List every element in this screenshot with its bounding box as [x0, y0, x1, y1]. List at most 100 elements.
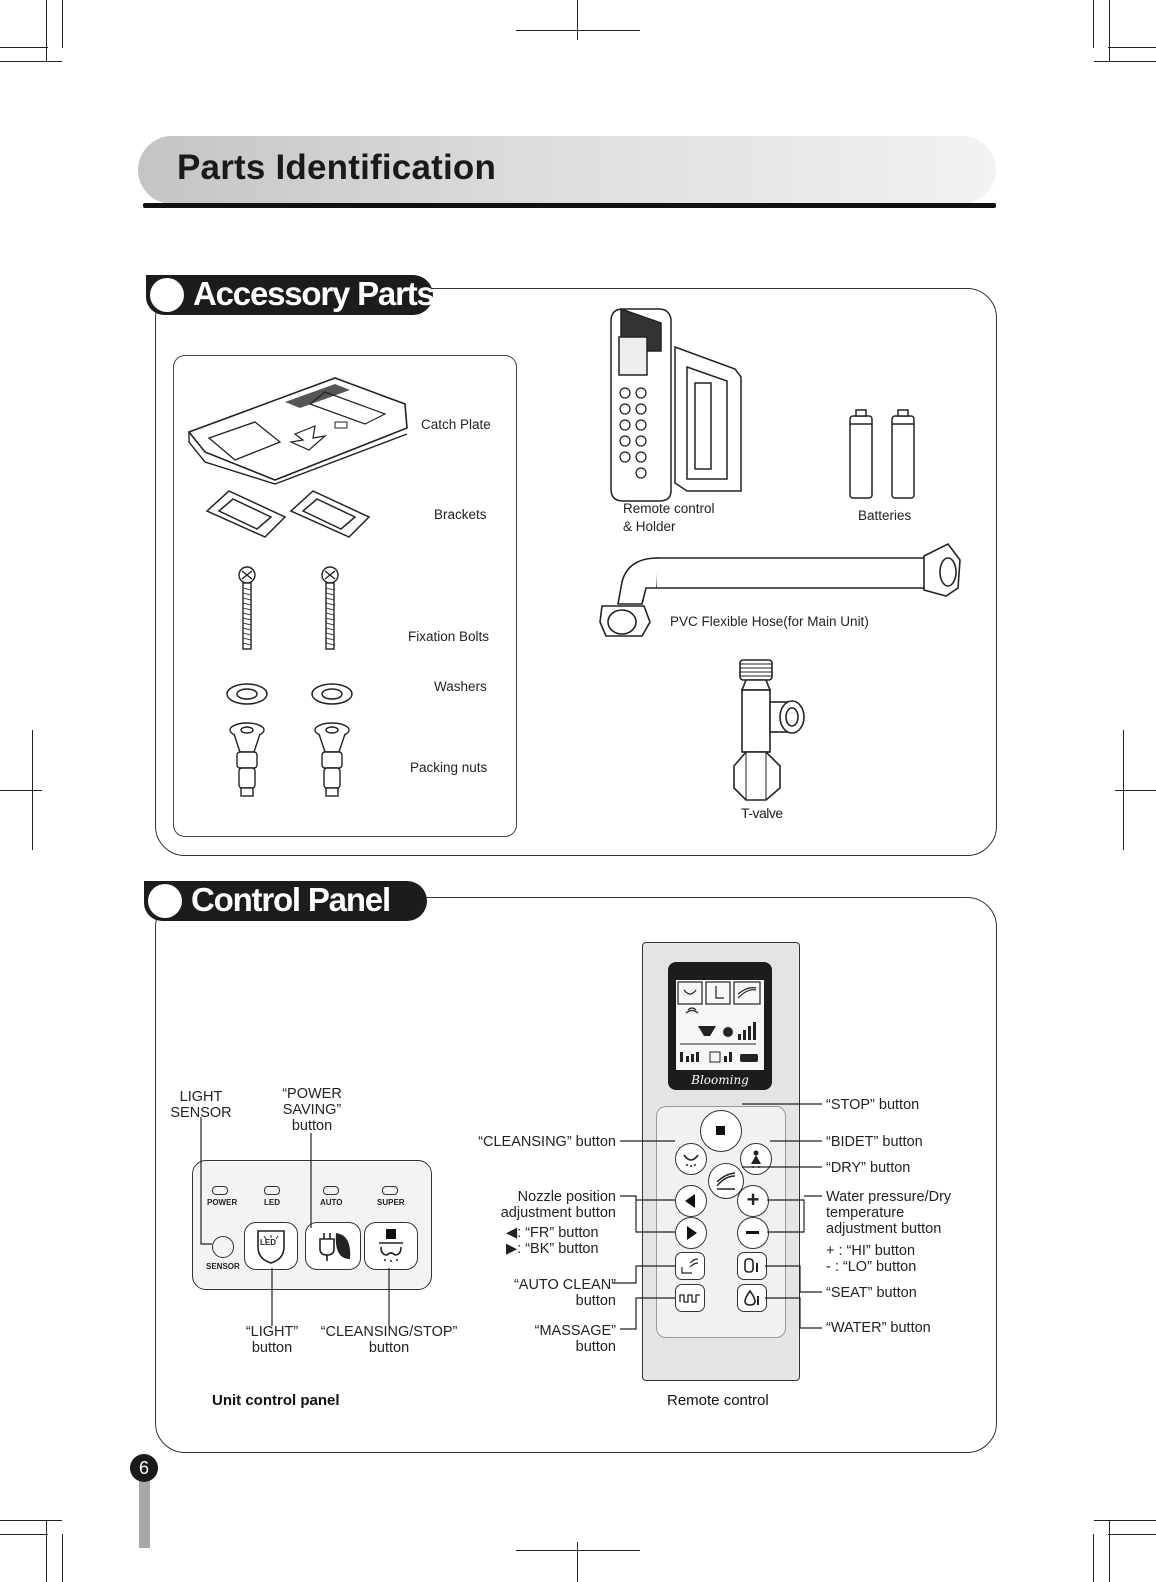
hose-label: PVC Flexible Hose(for Main Unit) [670, 614, 869, 629]
indicator-auto: AUTO [320, 1198, 343, 1207]
dry-callout: “DRY” button [826, 1160, 911, 1176]
washers-label: Washers [434, 679, 487, 694]
cleansing-icon [683, 1154, 699, 1167]
packing-nuts-illustration [229, 722, 350, 797]
nozzle-callout-2: adjustment button [500, 1205, 616, 1221]
indicator-led: LED [264, 1198, 280, 1207]
left-arrow-icon [685, 1194, 695, 1208]
massage-callout-2: button [575, 1339, 616, 1355]
light-button-callout-2: button [251, 1340, 293, 1356]
remote-brand: Blooming [691, 1073, 749, 1087]
cleansing-callout: “CLEANSING” button [478, 1134, 616, 1150]
plug-leaf-icon [319, 1233, 351, 1261]
nozzle-callout-1: Nozzle position [517, 1189, 616, 1205]
seat-callout: “SEAT” button [826, 1285, 917, 1301]
fixation-bolts-label: Fixation Bolts [408, 629, 490, 644]
bidet-button[interactable] [740, 1143, 772, 1175]
indicator-power: POWER [207, 1198, 238, 1207]
water-pressure-callout-2: temperature [826, 1205, 905, 1221]
t-valve-illustration [733, 659, 805, 801]
power-saving-callout-2: SAVING” [282, 1102, 342, 1118]
title-banner [138, 136, 996, 204]
batteries-label: Batteries [858, 508, 912, 523]
bk-button[interactable] [675, 1217, 707, 1249]
cleansing-stop-button[interactable] [364, 1222, 418, 1270]
page-title: Parts Identification [177, 148, 497, 187]
remote-holder-label-line2: & Holder [623, 519, 676, 534]
hi-callout: + : “HI” button [826, 1243, 916, 1259]
t-valve-label: T-valve [741, 805, 783, 821]
unit-panel-caption: Unit control panel [212, 1392, 340, 1409]
light-sensor-callout-2: SENSOR [170, 1105, 232, 1121]
brackets-illustration [205, 490, 371, 538]
hose-illustration [599, 542, 961, 637]
massage-callout-1: “MASSAGE” [534, 1323, 616, 1339]
accessory-parts-heading: Accessory Parts [146, 275, 435, 315]
power-saving-callout-1: “POWER [282, 1086, 342, 1102]
page-number: 6 [130, 1454, 158, 1482]
water-pressure-callout-1: Water pressure/Dry [826, 1189, 952, 1205]
title-rule [143, 203, 996, 208]
massage-icon [679, 1294, 700, 1303]
cleansing-stop-icon [379, 1229, 403, 1262]
auto-clean-icon [681, 1258, 699, 1274]
led-led-icon [264, 1186, 280, 1195]
plus-icon: + [746, 1187, 760, 1212]
indicator-super: SUPER [377, 1198, 405, 1207]
heading-bullet [148, 884, 182, 918]
cleansing-stop-callout-2: button [368, 1340, 410, 1356]
auto-clean-callout-1: “AUTO CLEAN” [513, 1277, 616, 1293]
lcd-icons [677, 981, 761, 1063]
catch-plate-label: Catch Plate [421, 417, 491, 432]
remote-holder-label-line1: Remote control [623, 501, 715, 516]
bidet-callout: “BIDET” button [826, 1134, 923, 1150]
washers-illustration [226, 683, 353, 705]
right-arrow-icon [687, 1226, 697, 1240]
auto-led-icon [323, 1186, 339, 1195]
lo-button[interactable] [737, 1217, 769, 1249]
packing-nuts-label: Packing nuts [410, 760, 488, 775]
remote-lcd [676, 980, 764, 1070]
water-drop-icon [744, 1289, 759, 1306]
cleansing-stop-callout-1: “CLEANSING/STOP” [320, 1324, 458, 1340]
heading-bullet [150, 278, 184, 312]
cleansing-button[interactable] [675, 1143, 707, 1175]
stop-icon [716, 1126, 725, 1135]
light-sensor [212, 1236, 234, 1258]
light-button-callout-1: “LIGHT” [245, 1324, 299, 1340]
nozzle-bk-callout: ▶: “BK” button [506, 1241, 599, 1257]
catch-plate-illustration [187, 377, 408, 485]
remote-caption: Remote control [667, 1392, 769, 1409]
seat-icon [744, 1258, 758, 1273]
fixation-bolts-illustration [238, 566, 339, 650]
fr-button[interactable] [675, 1185, 707, 1217]
nozzle-fr-callout: ◀: “FR” button [506, 1225, 599, 1241]
water-callout: “WATER” button [826, 1320, 931, 1336]
led-icon [257, 1230, 285, 1264]
seat-button[interactable] [737, 1252, 767, 1280]
batteries-illustration [849, 409, 915, 499]
page-tab [139, 1478, 150, 1548]
auto-clean-button[interactable] [675, 1252, 705, 1280]
sensor-label: SENSOR [206, 1262, 240, 1271]
hardware-box [173, 355, 517, 837]
power-saving-button[interactable] [305, 1222, 361, 1270]
light-button[interactable]: LED [244, 1222, 298, 1270]
auto-clean-callout-2: button [575, 1293, 616, 1309]
water-pressure-callout-3: adjustment button [826, 1221, 942, 1237]
light-sensor-callout-1: LIGHT [179, 1089, 223, 1105]
hi-button[interactable]: + [737, 1185, 769, 1217]
super-led-icon [382, 1186, 398, 1195]
stop-button[interactable] [700, 1110, 742, 1152]
minus-icon [746, 1231, 759, 1234]
control-panel-heading: Control Panel [144, 881, 427, 921]
remote-holder-illustration [610, 307, 742, 502]
dry-icon [716, 1172, 736, 1190]
brackets-label: Brackets [434, 507, 487, 522]
power-saving-callout-3: button [291, 1118, 333, 1134]
stop-callout: “STOP” button [826, 1097, 920, 1113]
lo-callout: - : “LO” button [826, 1259, 917, 1275]
massage-button[interactable] [675, 1284, 705, 1312]
